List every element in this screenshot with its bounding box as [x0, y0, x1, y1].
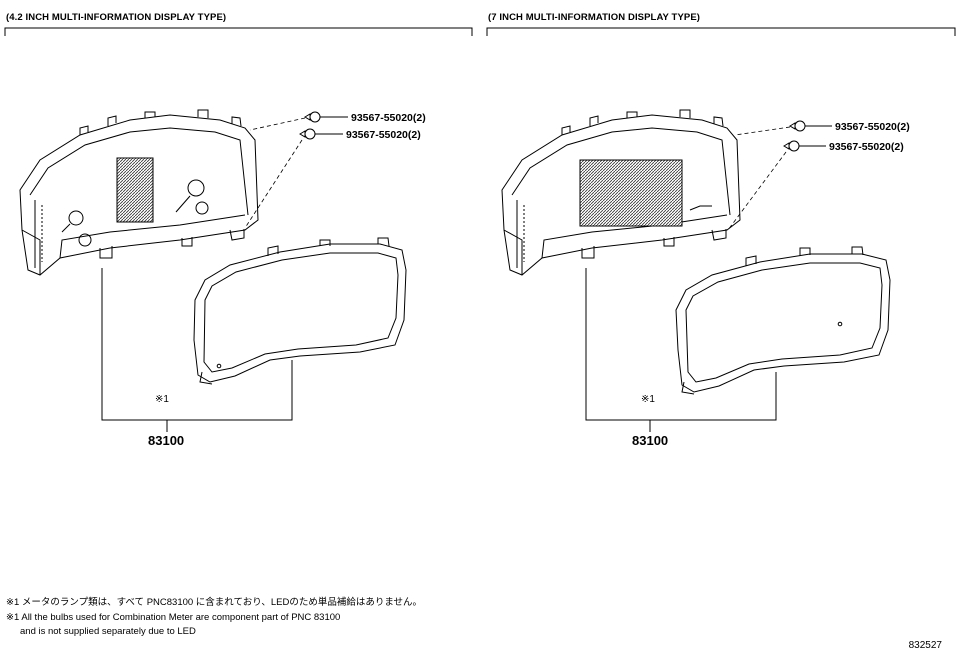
bolt-label-right-upper: 93567-55020(2) — [835, 121, 910, 133]
note-english-line2: and is not supplied separately due to LE… — [20, 626, 196, 637]
bolt-icon — [299, 128, 343, 140]
bolt-label-right-lower: 93567-55020(2) — [829, 141, 904, 153]
note-japanese: ※1 メータのランプ類は、すべて PNC83100 に含まれており、LEDのため… — [6, 597, 423, 608]
section-title-4-2-inch: (4.2 INCH MULTI-INFORMATION DISPLAY TYPE… — [6, 12, 227, 23]
note-mark-left: ※1 — [155, 394, 169, 405]
meter-assembly-7-inch — [501, 109, 741, 276]
meter-assembly-4-2-inch — [19, 109, 259, 276]
illustration-code: 832527 — [908, 640, 942, 651]
bolt-icon — [304, 111, 348, 123]
bolt-icon — [783, 140, 826, 152]
bolt-label-left-lower: 93567-55020(2) — [346, 129, 421, 141]
note-english-line1: ※1 All the bulbs used for Combination Me… — [6, 612, 341, 623]
section-bracket-right — [486, 27, 956, 36]
bolt-leader-lines — [244, 117, 306, 229]
bolt-icon — [789, 120, 832, 132]
meter-lens-cover-7 — [675, 246, 891, 395]
note-mark-right: ※1 — [641, 394, 655, 405]
part-number-right: 83100 — [632, 433, 668, 448]
multi-info-display-4-2 — [116, 157, 154, 223]
part-number-left: 83100 — [148, 433, 184, 448]
bolt-leader-lines — [727, 126, 791, 231]
part-number-leader-right — [585, 268, 777, 432]
multi-info-display-7 — [579, 159, 683, 227]
section-bracket-left — [4, 27, 473, 36]
part-number-leader-left — [101, 268, 293, 432]
section-title-7-inch: (7 INCH MULTI-INFORMATION DISPLAY TYPE) — [488, 12, 701, 23]
meter-lens-cover-4-2 — [193, 237, 407, 385]
bolt-label-left-upper: 93567-55020(2) — [351, 112, 426, 124]
